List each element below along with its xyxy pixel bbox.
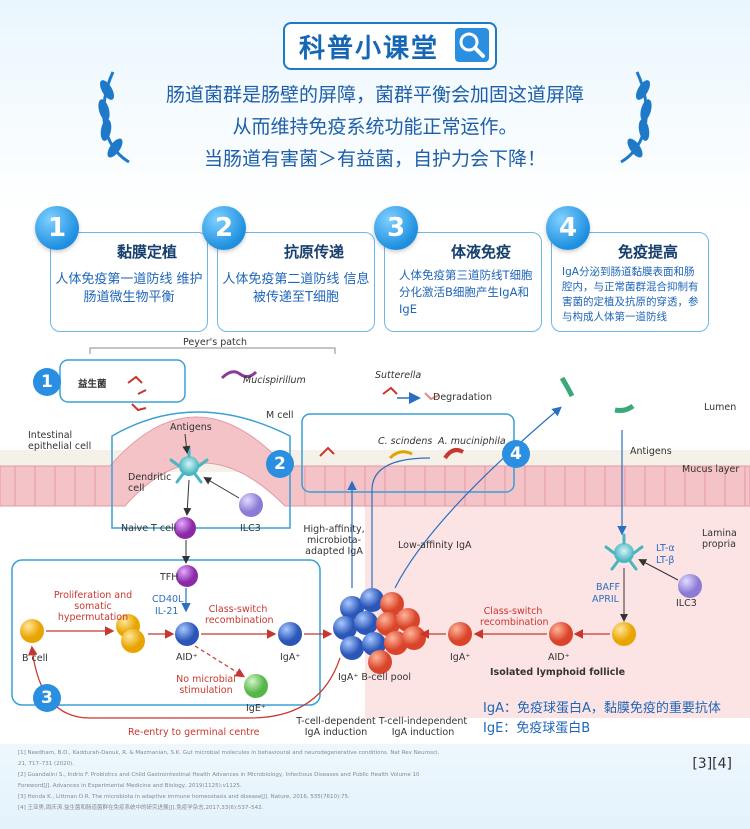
dendritic-cell — [169, 446, 209, 484]
card-title: 黏膜定植 — [116, 243, 177, 261]
card-antigen-transfer: 抗原传递 人体免疫第二道防线 信息被传递至T细胞 — [217, 232, 375, 332]
card-number-badge: 4 — [546, 206, 590, 250]
label-mucus-layer: Mucus layer — [682, 464, 740, 475]
label-reentry: Re-entry to germinal centre — [128, 727, 260, 738]
label-lt-alpha: LT-α — [656, 543, 675, 554]
card-body: 人体免疫第二道防线 信息被传递至T细胞 — [222, 272, 370, 305]
label-a-muciniphila: A. muciniphila — [438, 436, 506, 447]
card-number-badge: 1 — [35, 206, 79, 250]
label-baff: BAFF — [596, 582, 620, 593]
legend-iga: IgA：免疫球蛋白A，黏膜免疫的重要抗体 — [483, 701, 721, 716]
label-antigens-left: Antigens — [170, 422, 212, 433]
references-band — [0, 744, 750, 829]
label-class-switch-right: Class-switch recombination — [480, 606, 549, 628]
label-low-affinity-iga: Low-affinity IgA — [398, 540, 472, 551]
card-title: 免疫提高 — [617, 243, 678, 261]
card-body: IgA分泌到肠道黏膜表面和肠腔内，与正常菌群混合抑制有害菌的定植及抗原的穿透，参… — [562, 266, 699, 323]
intro-line-2: 从而维持免疫系统功能正常运作。 — [232, 116, 518, 138]
label-aid-right: AID⁺ — [548, 652, 570, 663]
label-naive-t-cell: Naive T cell — [121, 523, 177, 534]
label-mucispirillum: Mucispirillum — [243, 375, 306, 386]
card-body: 人体免疫第三道防线T细胞分化激活B细胞产生IgA和IgE — [399, 268, 533, 316]
label-tfh: TFH — [160, 572, 179, 583]
label-lt-beta: LT-β — [656, 555, 675, 566]
label-probiotic: 益生菌 — [78, 379, 107, 390]
label-t-dependent: T-cell-dependent IgA induction — [296, 716, 376, 738]
label-antigens-right: Antigens — [630, 446, 672, 457]
intro-line-3: 当肠道有害菌＞有益菌，自护力会下降！ — [203, 148, 546, 170]
label-april: APRIL — [592, 594, 619, 605]
label-iga-b-cell-pool: IgA⁺ B-cell pool — [338, 672, 411, 683]
label-b-cell: B cell — [22, 653, 48, 664]
reference-2: [2] Guandalini S., Indrio F. Probiotics … — [18, 772, 420, 789]
page-title: 科普小课堂 — [299, 33, 440, 64]
legend-ige: IgE：免疫球蛋白B — [483, 721, 591, 736]
immune-diagram — [0, 347, 750, 719]
marker-3 — [33, 684, 61, 712]
reference-3: [3] Honda K., Littman D.R. The microbiot… — [18, 794, 350, 800]
references: [1] Needham, B.D., Kaddurah-Daouk, R. & … — [18, 748, 448, 814]
label-aid-left: AID⁺ — [176, 652, 198, 663]
label-c-scindens: C. scindens — [378, 436, 433, 447]
reference-1: [1] Needham, B.D., Kaddurah-Daouk, R. & … — [18, 750, 440, 767]
card-humoral-immunity: 体液免疫 人体免疫第三道防线T细胞分化激活B细胞产生IgA和IgE — [384, 232, 542, 332]
label-iga-right: IgA⁺ — [450, 652, 471, 663]
label-degradation: Degradation — [433, 392, 492, 403]
card-mucosal-colonization: 黏膜定植 人体免疫第一道防线 维护肠道微生物平衡 — [50, 232, 208, 332]
card-title: 抗原传递 — [283, 243, 344, 261]
intro-line-1: 肠道菌群是肠壁的屏障，菌群平衡会加固这道屏障 — [165, 84, 584, 106]
marker-2 — [266, 450, 294, 478]
label-peyers-patch: Peyer's patch — [183, 337, 248, 348]
label-m-cell: M cell — [266, 410, 294, 421]
dendritic-cell-right — [604, 533, 644, 571]
card-title: 体液免疫 — [450, 243, 511, 261]
card-immune-enhancement: 免疫提高 IgA分泌到肠道黏膜表面和肠腔内，与正常菌群混合抑制有害菌的定植及抗原… — [551, 232, 709, 332]
search-icon — [455, 28, 489, 62]
label-dendritic-cell: Dendritic cell — [128, 472, 172, 494]
label-ilc3-left: ILC3 — [240, 523, 261, 534]
label-sutterella: Sutterella — [375, 370, 422, 381]
title-box: 科普小课堂 — [283, 22, 497, 70]
label-isolated-follicle: Isolated lymphoid follicle — [490, 667, 626, 678]
label-no-microbial-stimulation: No microbial stimulation — [176, 674, 236, 696]
label-high-affinity-iga: High-affinity, microbiota-adapted IgA — [303, 524, 365, 557]
marker-1-number: 1 — [41, 372, 53, 392]
marker-4 — [502, 440, 530, 468]
card-body: 人体免疫第一道防线 维护肠道微生物平衡 — [55, 272, 203, 305]
label-cd40l: CD40L — [152, 594, 184, 605]
laurel-right-icon — [620, 71, 652, 164]
label-t-independent: T-cell-independent IgA induction — [378, 716, 468, 738]
label-il21: IL-21 — [155, 606, 179, 617]
label-proliferation: Proliferation and somatic hypermutation — [53, 590, 133, 623]
card-number-badge: 2 — [202, 206, 246, 250]
marker-3-number: 3 — [41, 688, 53, 708]
marker-4-number: 4 — [510, 444, 522, 464]
laurel-left-icon — [98, 71, 130, 164]
label-lumen: Lumen — [704, 402, 737, 413]
marker-1 — [33, 368, 61, 396]
label-class-switch-left: Class-switch recombination — [205, 604, 274, 626]
card-number-badge: 3 — [374, 206, 418, 250]
label-lamina-propria: Lamina propria — [702, 528, 737, 550]
reference-marker: [3][4] — [692, 756, 732, 772]
marker-2-number: 2 — [274, 454, 286, 474]
label-iga-left: IgA⁺ — [280, 652, 301, 663]
reference-4: [4] 王亚男,周庆涛.益生菌和肠道菌群在免疫系统中的研究进展[J].免疫学杂志… — [18, 805, 264, 811]
label-ilc3-right: ILC3 — [676, 598, 697, 609]
label-ige: IgE⁺ — [246, 703, 266, 714]
label-intestinal-epithelial-cell: Intestinal epithelial cell — [28, 430, 92, 452]
